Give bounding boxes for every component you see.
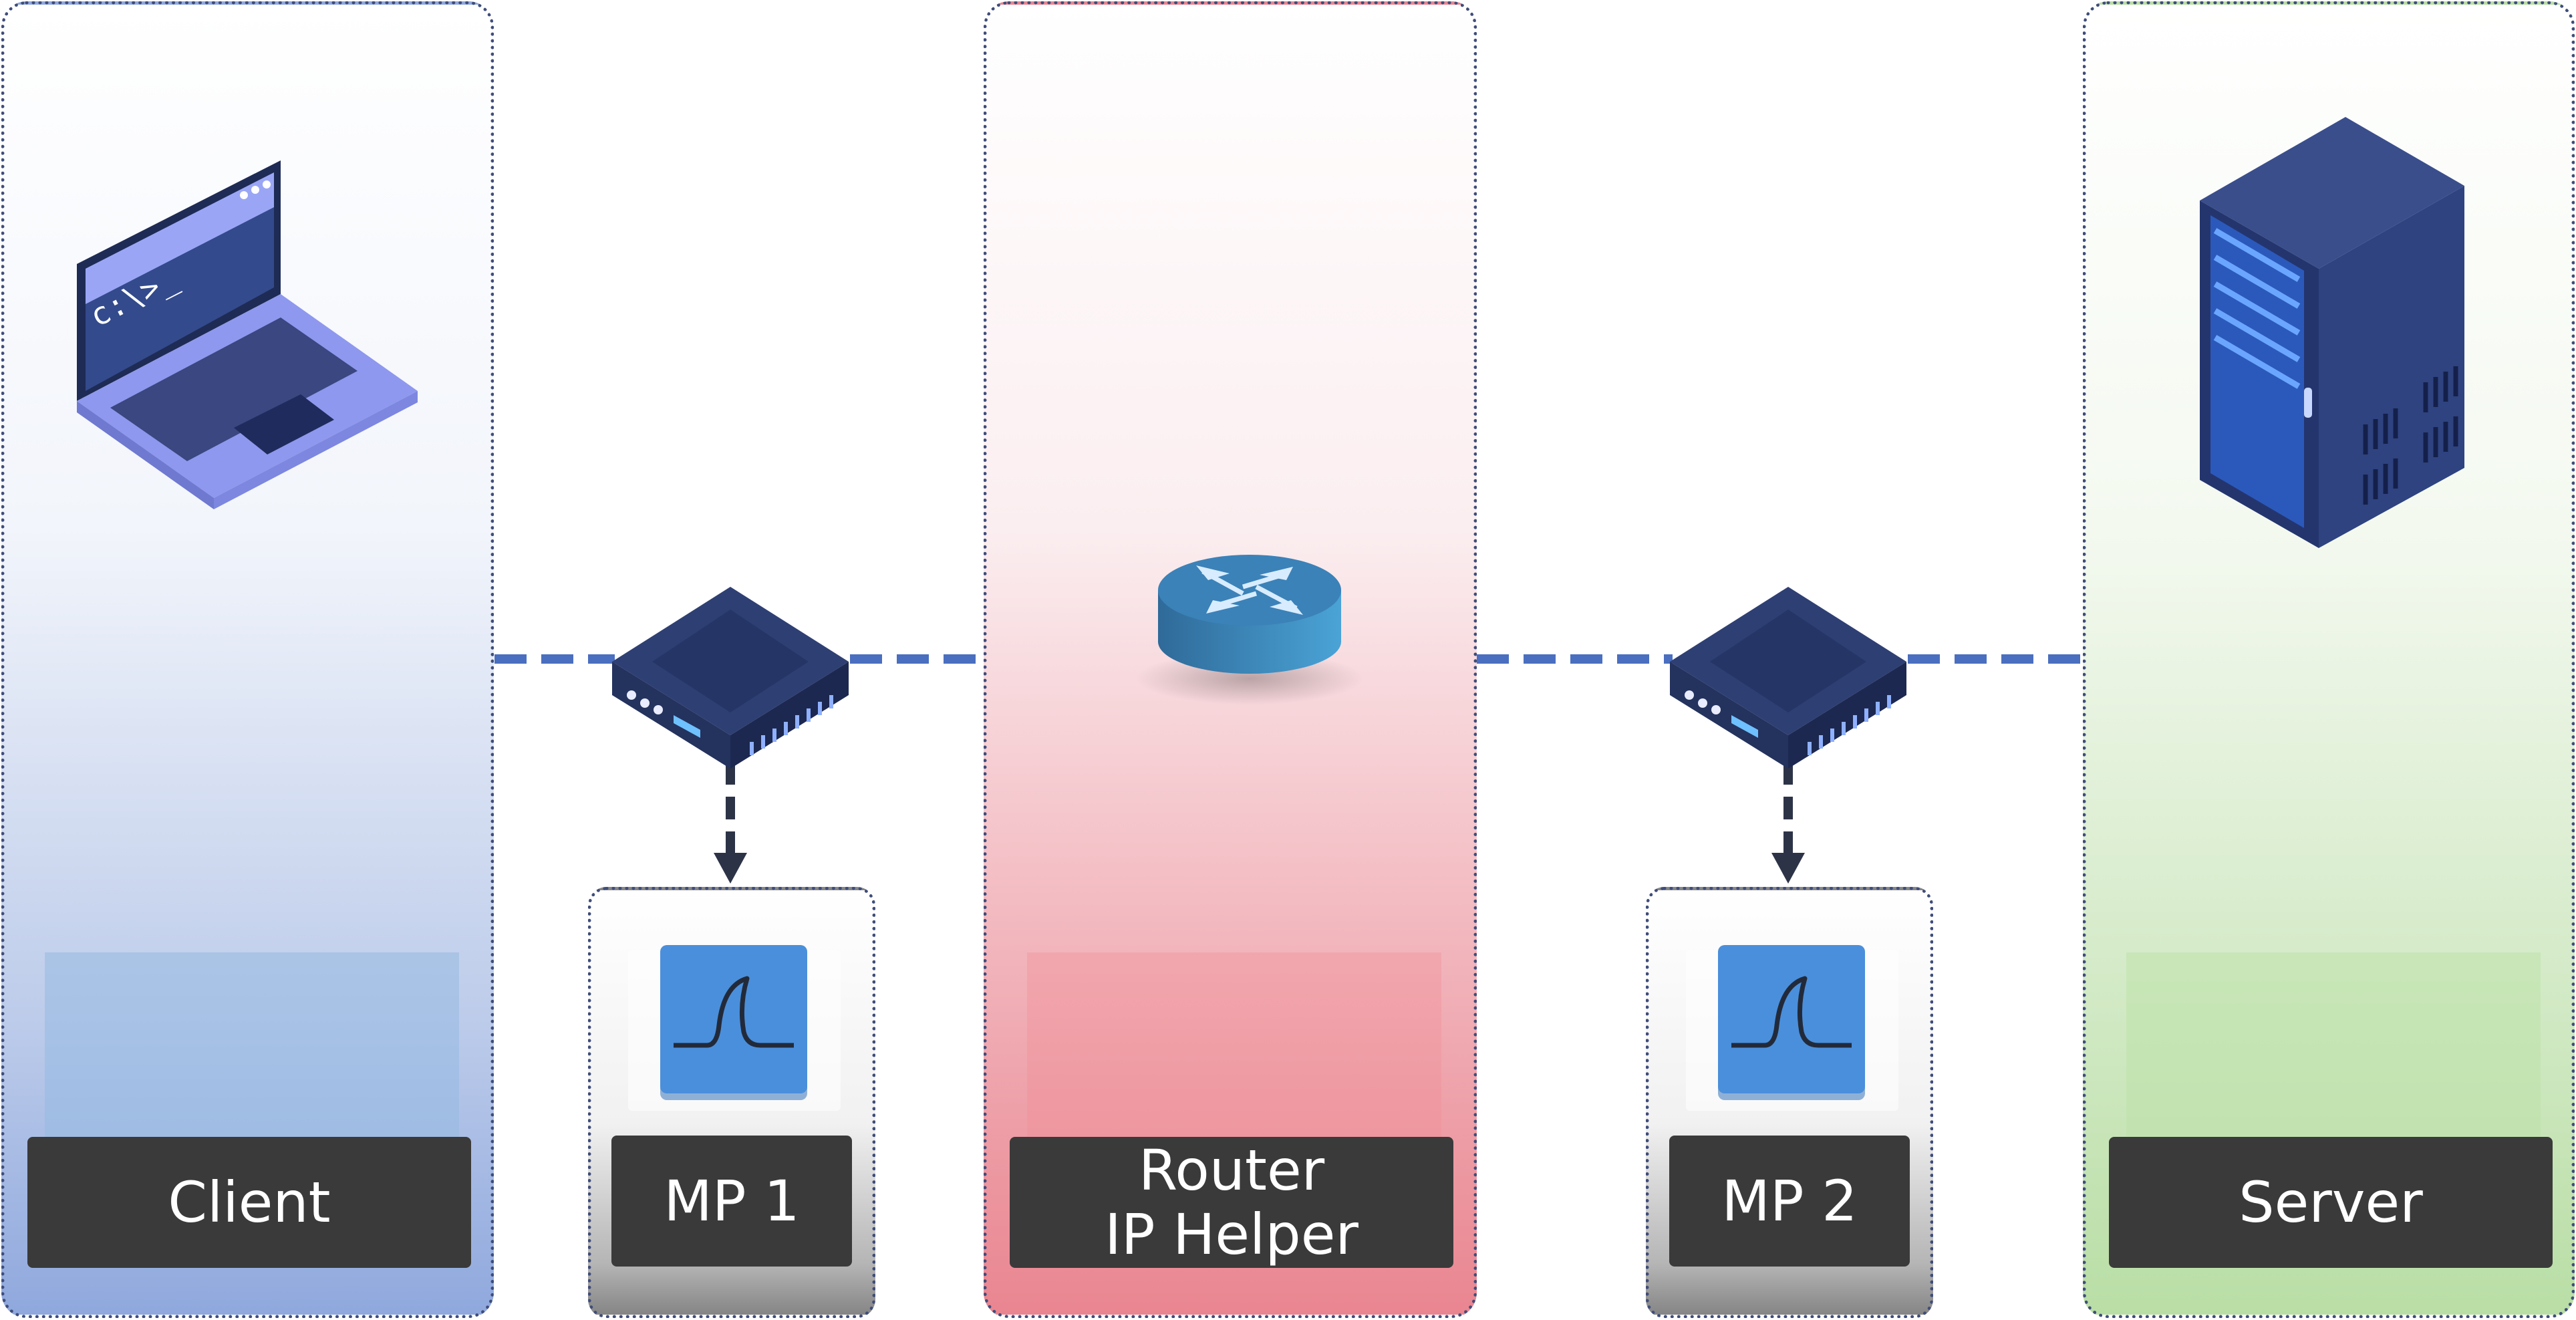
laptop-icon: c:\>_ <box>77 160 418 509</box>
client-label-box: Client <box>27 1137 471 1268</box>
router-label-box: Router IP Helper <box>1010 1137 1453 1268</box>
server-highlight <box>2126 952 2541 1141</box>
signal-pulse-icon <box>1718 945 1865 1093</box>
client-label: Client <box>168 1170 331 1235</box>
router-label-line2: IP Helper <box>1105 1202 1358 1267</box>
router-label-line1: Router <box>1138 1138 1325 1203</box>
client-highlight <box>45 952 459 1141</box>
server-label-box: Server <box>2109 1137 2553 1268</box>
server-rack-icon <box>2200 117 2464 548</box>
router-icon <box>1136 555 1363 705</box>
network-tap-icon <box>1670 587 1906 769</box>
arrow-tap2-mp2 <box>1771 762 1805 884</box>
server-label: Server <box>2239 1170 2423 1235</box>
mp1-label-box: MP 1 <box>611 1136 852 1267</box>
arrow-tap1-mp1 <box>714 762 747 884</box>
signal-pulse-icon <box>660 945 807 1093</box>
mp1-label: MP 1 <box>664 1168 800 1234</box>
mp2-label: MP 2 <box>1721 1168 1858 1234</box>
router-highlight <box>1027 952 1441 1141</box>
mp2-label-box: MP 2 <box>1669 1136 1910 1267</box>
mp2-panel: MP 2 <box>1646 887 1933 1318</box>
mp1-panel: MP 1 <box>588 887 875 1318</box>
network-tap-icon <box>612 587 849 769</box>
